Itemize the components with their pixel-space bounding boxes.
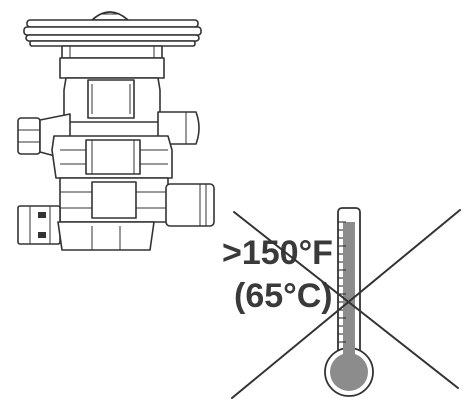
expansion-valve-drawing [17, 11, 215, 251]
cross-line-ascending [231, 209, 461, 399]
cross-line-descending [233, 211, 459, 389]
cross-out-icon [231, 209, 461, 399]
temperature-fahrenheit-label: >150°F [222, 234, 333, 272]
thermometer-icon [324, 207, 374, 397]
temperature-celsius-label: (65°C) [234, 277, 333, 315]
